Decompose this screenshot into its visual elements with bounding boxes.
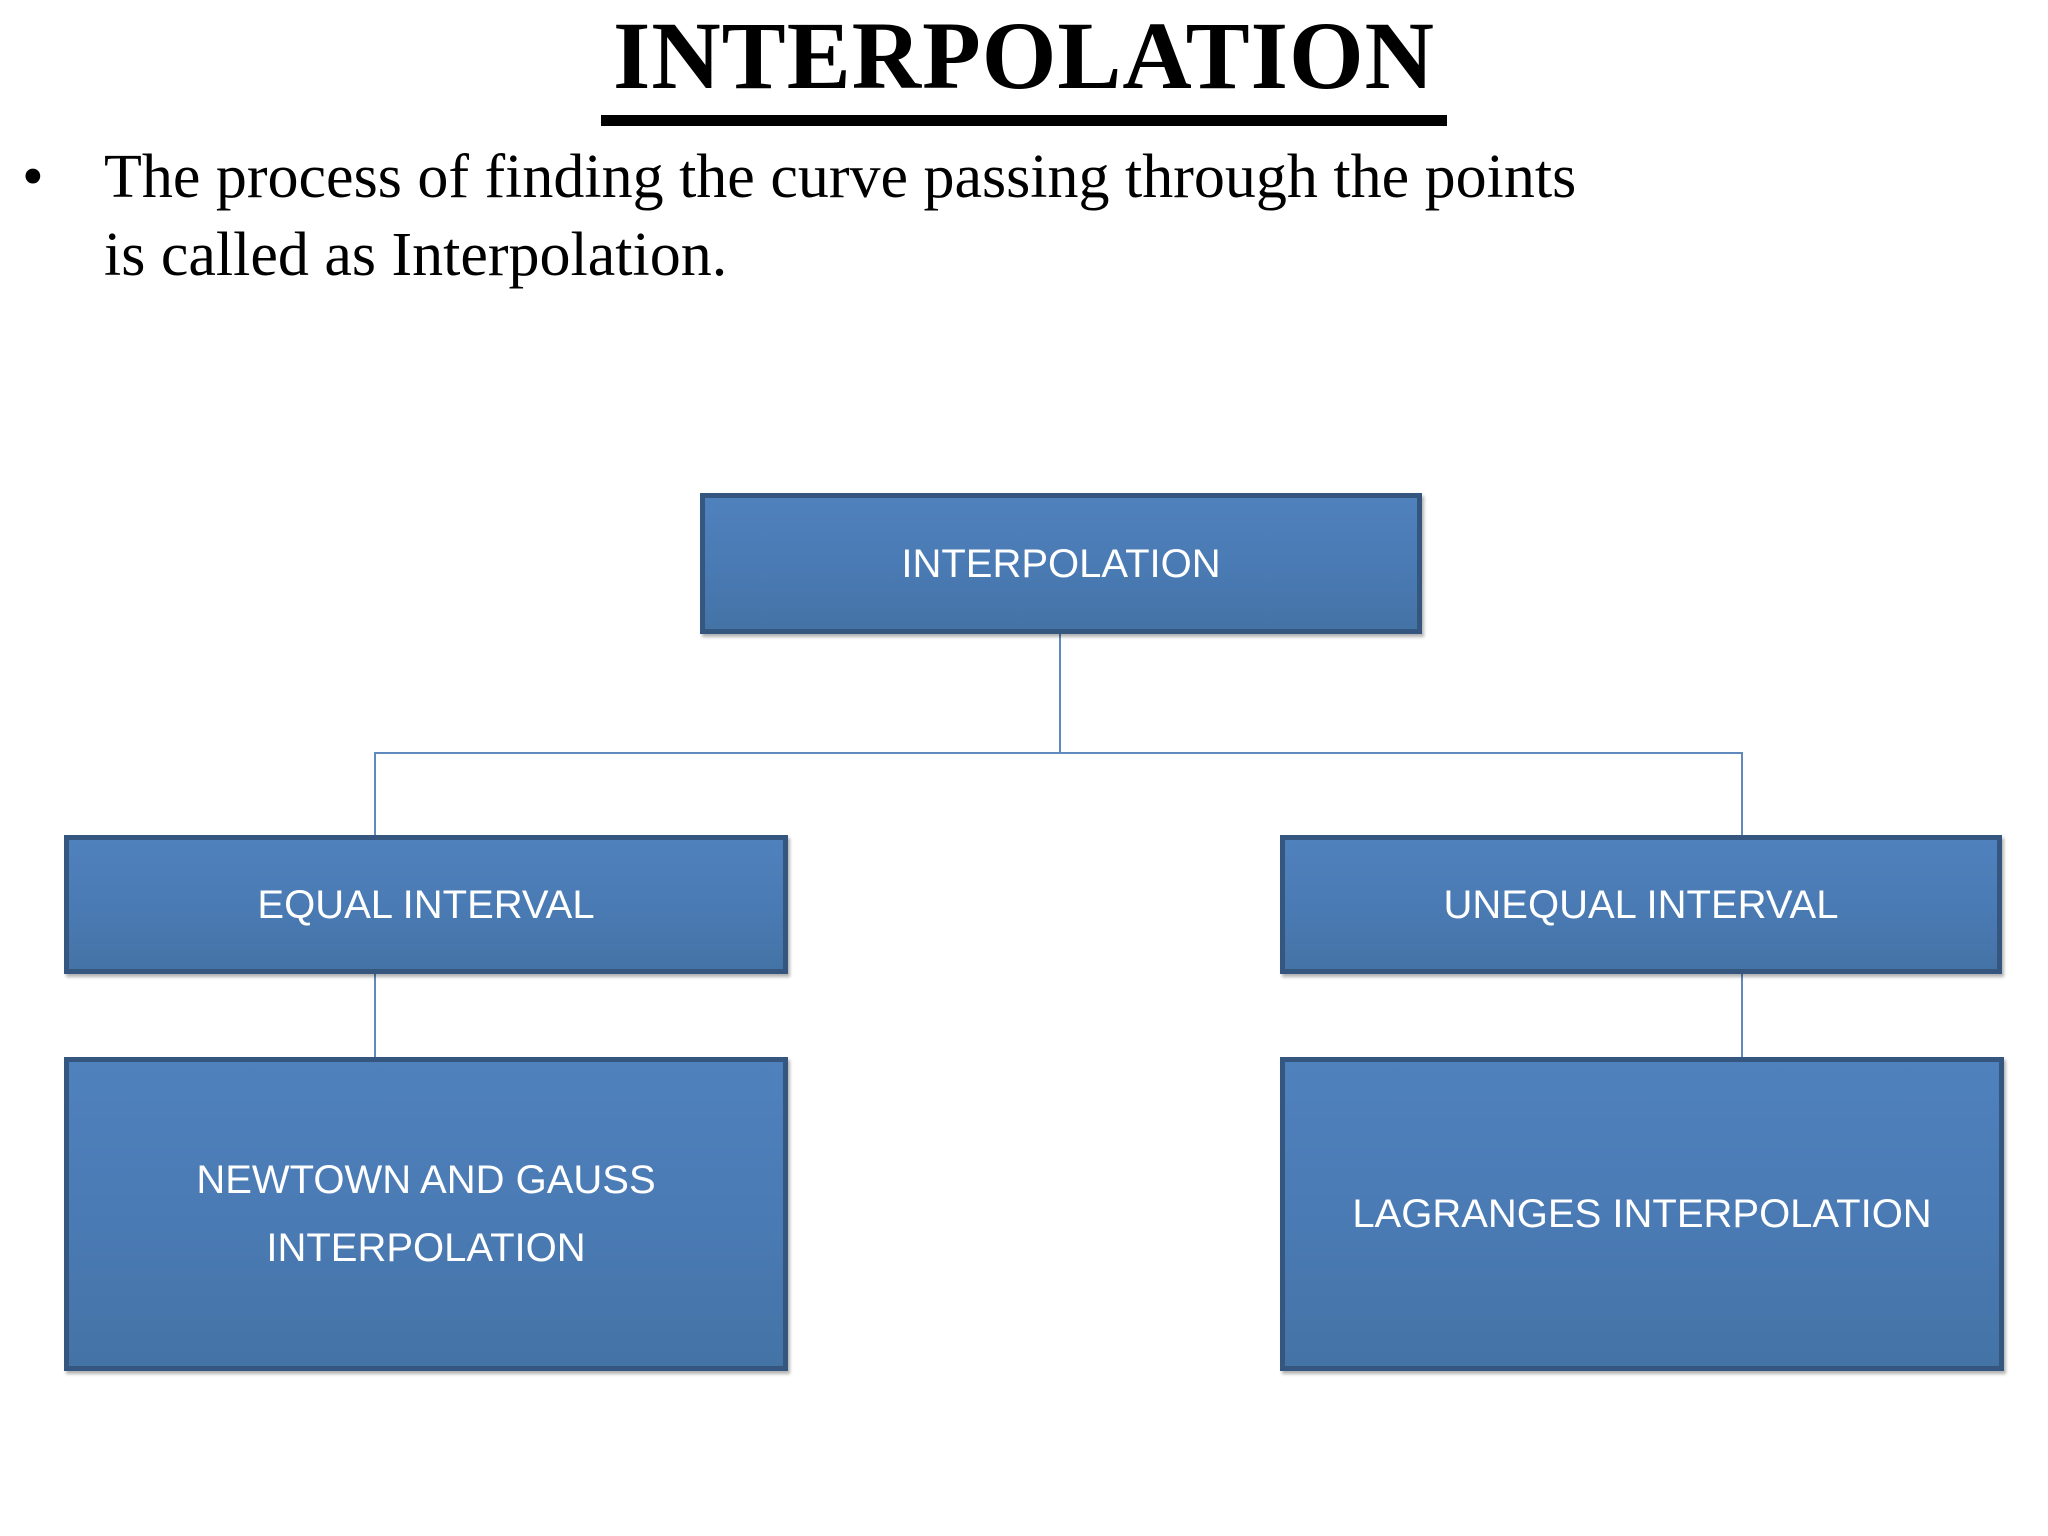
node-label: UNEQUAL INTERVAL: [1443, 882, 1839, 927]
node-lagranges-interpolation: LAGRANGES INTERPOLATION: [1280, 1057, 2004, 1371]
node-label: EQUAL INTERVAL: [257, 882, 595, 927]
page-title: INTERPOLATION: [600, 5, 1447, 126]
bullet-text-line-1: The process of finding the curve passing…: [104, 143, 1577, 211]
connector-root-down: [1059, 634, 1061, 752]
bullet-text: The process of finding the curve passing…: [104, 138, 2044, 294]
node-label: NEWTOWN AND GAUSS INTERPOLATION: [196, 1158, 656, 1270]
node-label: LAGRANGES INTERPOLATION: [1352, 1192, 1932, 1236]
node-label: INTERPOLATION: [901, 541, 1221, 586]
connector-left-lower: [374, 974, 376, 1057]
bullet-text-line-2: is called as Interpolation.: [104, 221, 728, 290]
node-newton-gauss-interpolation: NEWTOWN AND GAUSS INTERPOLATION: [64, 1057, 788, 1371]
title-row: INTERPOLATION: [0, 5, 2048, 126]
connector-horizontal: [374, 752, 1743, 754]
bullet-icon: •: [22, 143, 44, 211]
connector-right-upper: [1741, 754, 1743, 835]
node-unequal-interval: UNEQUAL INTERVAL: [1280, 835, 2002, 974]
connector-right-lower: [1741, 974, 1743, 1057]
connector-left-upper: [374, 754, 376, 835]
node-interpolation-root: INTERPOLATION: [700, 493, 1422, 634]
node-equal-interval: EQUAL INTERVAL: [64, 835, 788, 974]
